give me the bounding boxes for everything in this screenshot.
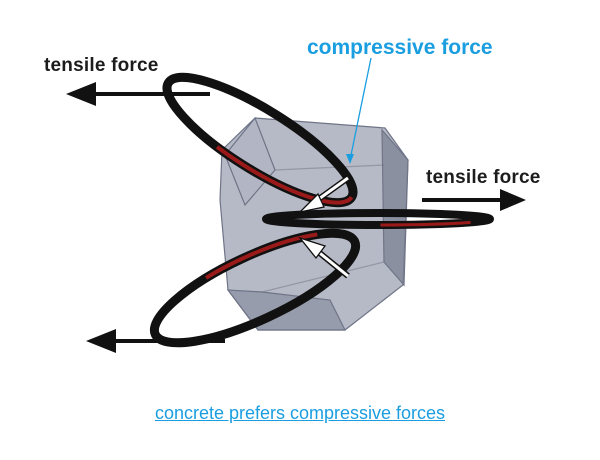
middle-reinforcement-tie <box>262 209 494 229</box>
tensile-force-label-left: tensile force <box>44 55 159 76</box>
lower-reinforcement-ring <box>149 228 361 348</box>
left-arrow-icon <box>86 329 225 353</box>
upper-reinforcement-ring <box>162 72 358 208</box>
compressive-force-label: compressive force <box>307 36 493 59</box>
left-arrow-icon <box>66 82 210 106</box>
right-arrow-icon <box>422 189 526 211</box>
compressive-pointer <box>349 57 372 161</box>
caption-link[interactable]: concrete prefers compressive forces <box>154 403 446 423</box>
tensile-force-label-right: tensile force <box>426 167 541 188</box>
compressive-pointer-tip <box>346 154 354 164</box>
inward-white-arrow-icon <box>298 175 350 214</box>
inward-white-arrow-icon <box>298 236 350 279</box>
